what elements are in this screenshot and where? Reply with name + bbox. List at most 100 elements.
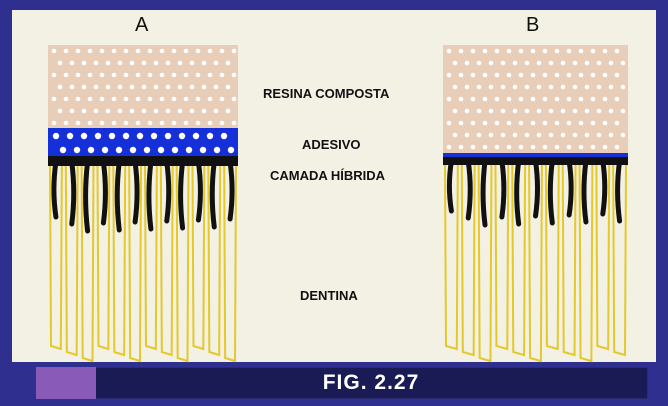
dot: [88, 121, 93, 126]
resin-tag: [550, 161, 552, 223]
dot: [136, 97, 141, 102]
dot: [567, 97, 572, 102]
dot: [597, 109, 602, 114]
dot: [178, 85, 183, 90]
dot: [118, 109, 123, 114]
dot: [579, 49, 584, 54]
dot: [495, 145, 500, 150]
dot: [148, 97, 153, 102]
dot: [591, 73, 596, 78]
dot: [615, 73, 620, 78]
dot: [453, 61, 458, 66]
dot: [531, 73, 536, 78]
dot: [196, 49, 201, 54]
resin-tag: [536, 161, 538, 216]
dot: [501, 133, 506, 138]
dot: [471, 73, 476, 78]
dot: [130, 147, 136, 153]
dot: [226, 61, 231, 66]
dot: [116, 147, 122, 153]
dot: [585, 61, 590, 66]
dot: [579, 145, 584, 150]
dot: [615, 121, 620, 126]
dot: [124, 97, 129, 102]
dot: [573, 61, 578, 66]
dot: [172, 121, 177, 126]
resin-tag: [135, 162, 137, 222]
dot: [76, 73, 81, 78]
dot: [232, 49, 237, 54]
dot: [148, 49, 153, 54]
dot: [615, 49, 620, 54]
dot: [615, 145, 620, 150]
dot: [471, 97, 476, 102]
dot: [483, 145, 488, 150]
dot: [52, 121, 57, 126]
resin-tag: [449, 161, 451, 211]
resin-tag: [103, 162, 105, 223]
dot: [447, 49, 452, 54]
resin-tag: [584, 161, 586, 222]
caption-accent: [36, 367, 96, 399]
dot: [465, 61, 470, 66]
dot: [513, 61, 518, 66]
dot: [190, 61, 195, 66]
dot: [507, 73, 512, 78]
dot: [214, 85, 219, 90]
dot: [501, 61, 506, 66]
dot: [597, 61, 602, 66]
dot: [549, 61, 554, 66]
resin-tags-a: [54, 162, 232, 231]
dot: [555, 97, 560, 102]
dot: [58, 61, 63, 66]
dot: [221, 133, 227, 139]
dot: [585, 133, 590, 138]
dot: [207, 133, 213, 139]
dot: [165, 133, 171, 139]
resin-tag: [181, 162, 183, 228]
dot: [130, 61, 135, 66]
dot: [166, 61, 171, 66]
dot: [513, 85, 518, 90]
dot: [609, 109, 614, 114]
dot: [453, 109, 458, 114]
dot: [519, 97, 524, 102]
dot: [477, 61, 482, 66]
dot: [178, 61, 183, 66]
dot: [154, 61, 159, 66]
dot: [136, 121, 141, 126]
dot: [67, 133, 73, 139]
diagram-a: [40, 40, 250, 365]
dot: [232, 73, 237, 78]
dot: [232, 97, 237, 102]
dot: [166, 109, 171, 114]
dot: [179, 133, 185, 139]
figure-caption: FIG. 2.27: [96, 367, 646, 399]
dot: [471, 145, 476, 150]
dot: [495, 73, 500, 78]
dot: [603, 49, 608, 54]
dot: [609, 61, 614, 66]
dot: [64, 49, 69, 54]
dot: [603, 145, 608, 150]
dot: [208, 73, 213, 78]
dot: [519, 73, 524, 78]
dot: [555, 49, 560, 54]
dot: [186, 147, 192, 153]
dot: [160, 73, 165, 78]
dot: [160, 121, 165, 126]
dot: [220, 49, 225, 54]
dot: [459, 145, 464, 150]
dot: [232, 121, 237, 126]
dot: [81, 133, 87, 139]
resin-tag: [468, 161, 470, 218]
dot: [567, 49, 572, 54]
dot: [507, 49, 512, 54]
dot: [106, 85, 111, 90]
dot: [585, 85, 590, 90]
dot: [543, 121, 548, 126]
dot: [489, 109, 494, 114]
dot: [489, 133, 494, 138]
dot: [95, 133, 101, 139]
dot: [130, 109, 135, 114]
